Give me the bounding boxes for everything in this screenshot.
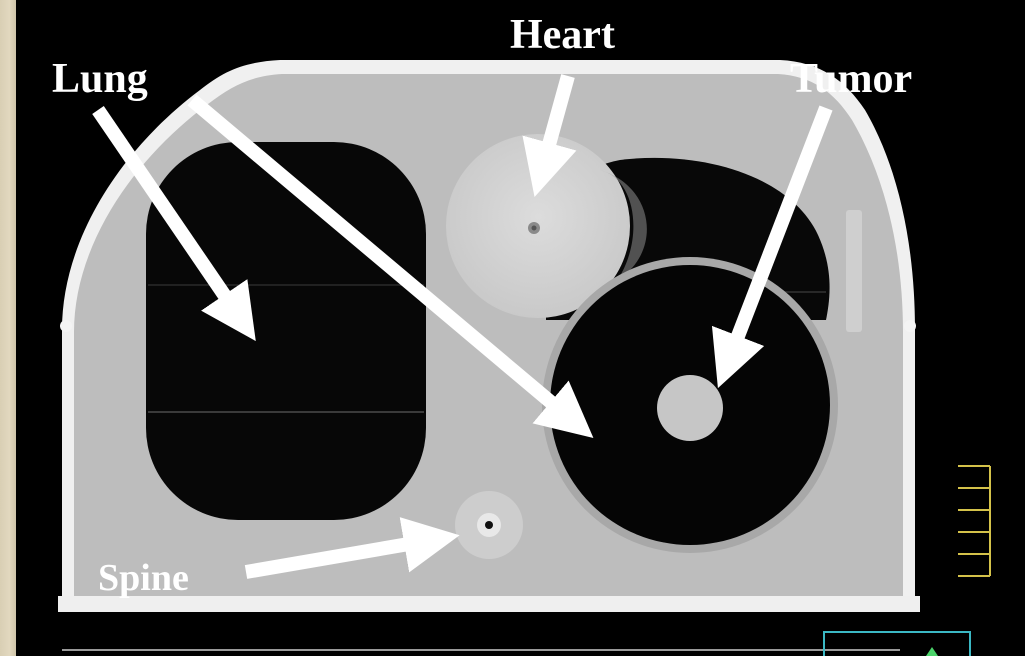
heart-center-core <box>532 226 537 231</box>
spine-label: Spine <box>98 557 189 599</box>
right-notch <box>904 320 916 332</box>
scale-bar <box>958 466 990 576</box>
heart-label: Heart <box>510 12 615 58</box>
right-insert-strip <box>846 210 862 332</box>
left-lung <box>146 142 426 520</box>
tumor <box>657 375 723 441</box>
lung-label: Lung <box>52 56 148 102</box>
inset-marker-icon <box>926 647 938 656</box>
inset-box <box>824 632 970 656</box>
spine-canal <box>485 521 493 529</box>
tumor-label: Tumor <box>790 56 912 102</box>
left-notch <box>60 320 72 332</box>
